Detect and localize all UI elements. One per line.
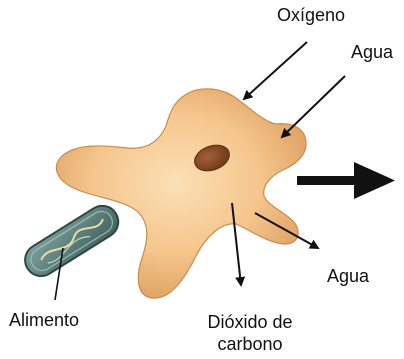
co2-label-line1: Dióxido de <box>190 311 310 333</box>
co2-label: Dióxido de carbono <box>190 311 310 355</box>
co2-label-line2: carbono <box>190 333 310 355</box>
oxygen-label: Oxígeno <box>277 4 345 26</box>
water-in-label: Agua <box>351 41 393 63</box>
water-out-label: Agua <box>327 265 369 287</box>
food-bacterium <box>19 200 124 282</box>
food-label: Alimento <box>9 309 79 331</box>
amoeba-body <box>56 89 306 298</box>
right-arrow-icon <box>297 162 395 199</box>
water-in-arrow <box>282 76 345 137</box>
oxygen-arrow <box>244 42 307 99</box>
